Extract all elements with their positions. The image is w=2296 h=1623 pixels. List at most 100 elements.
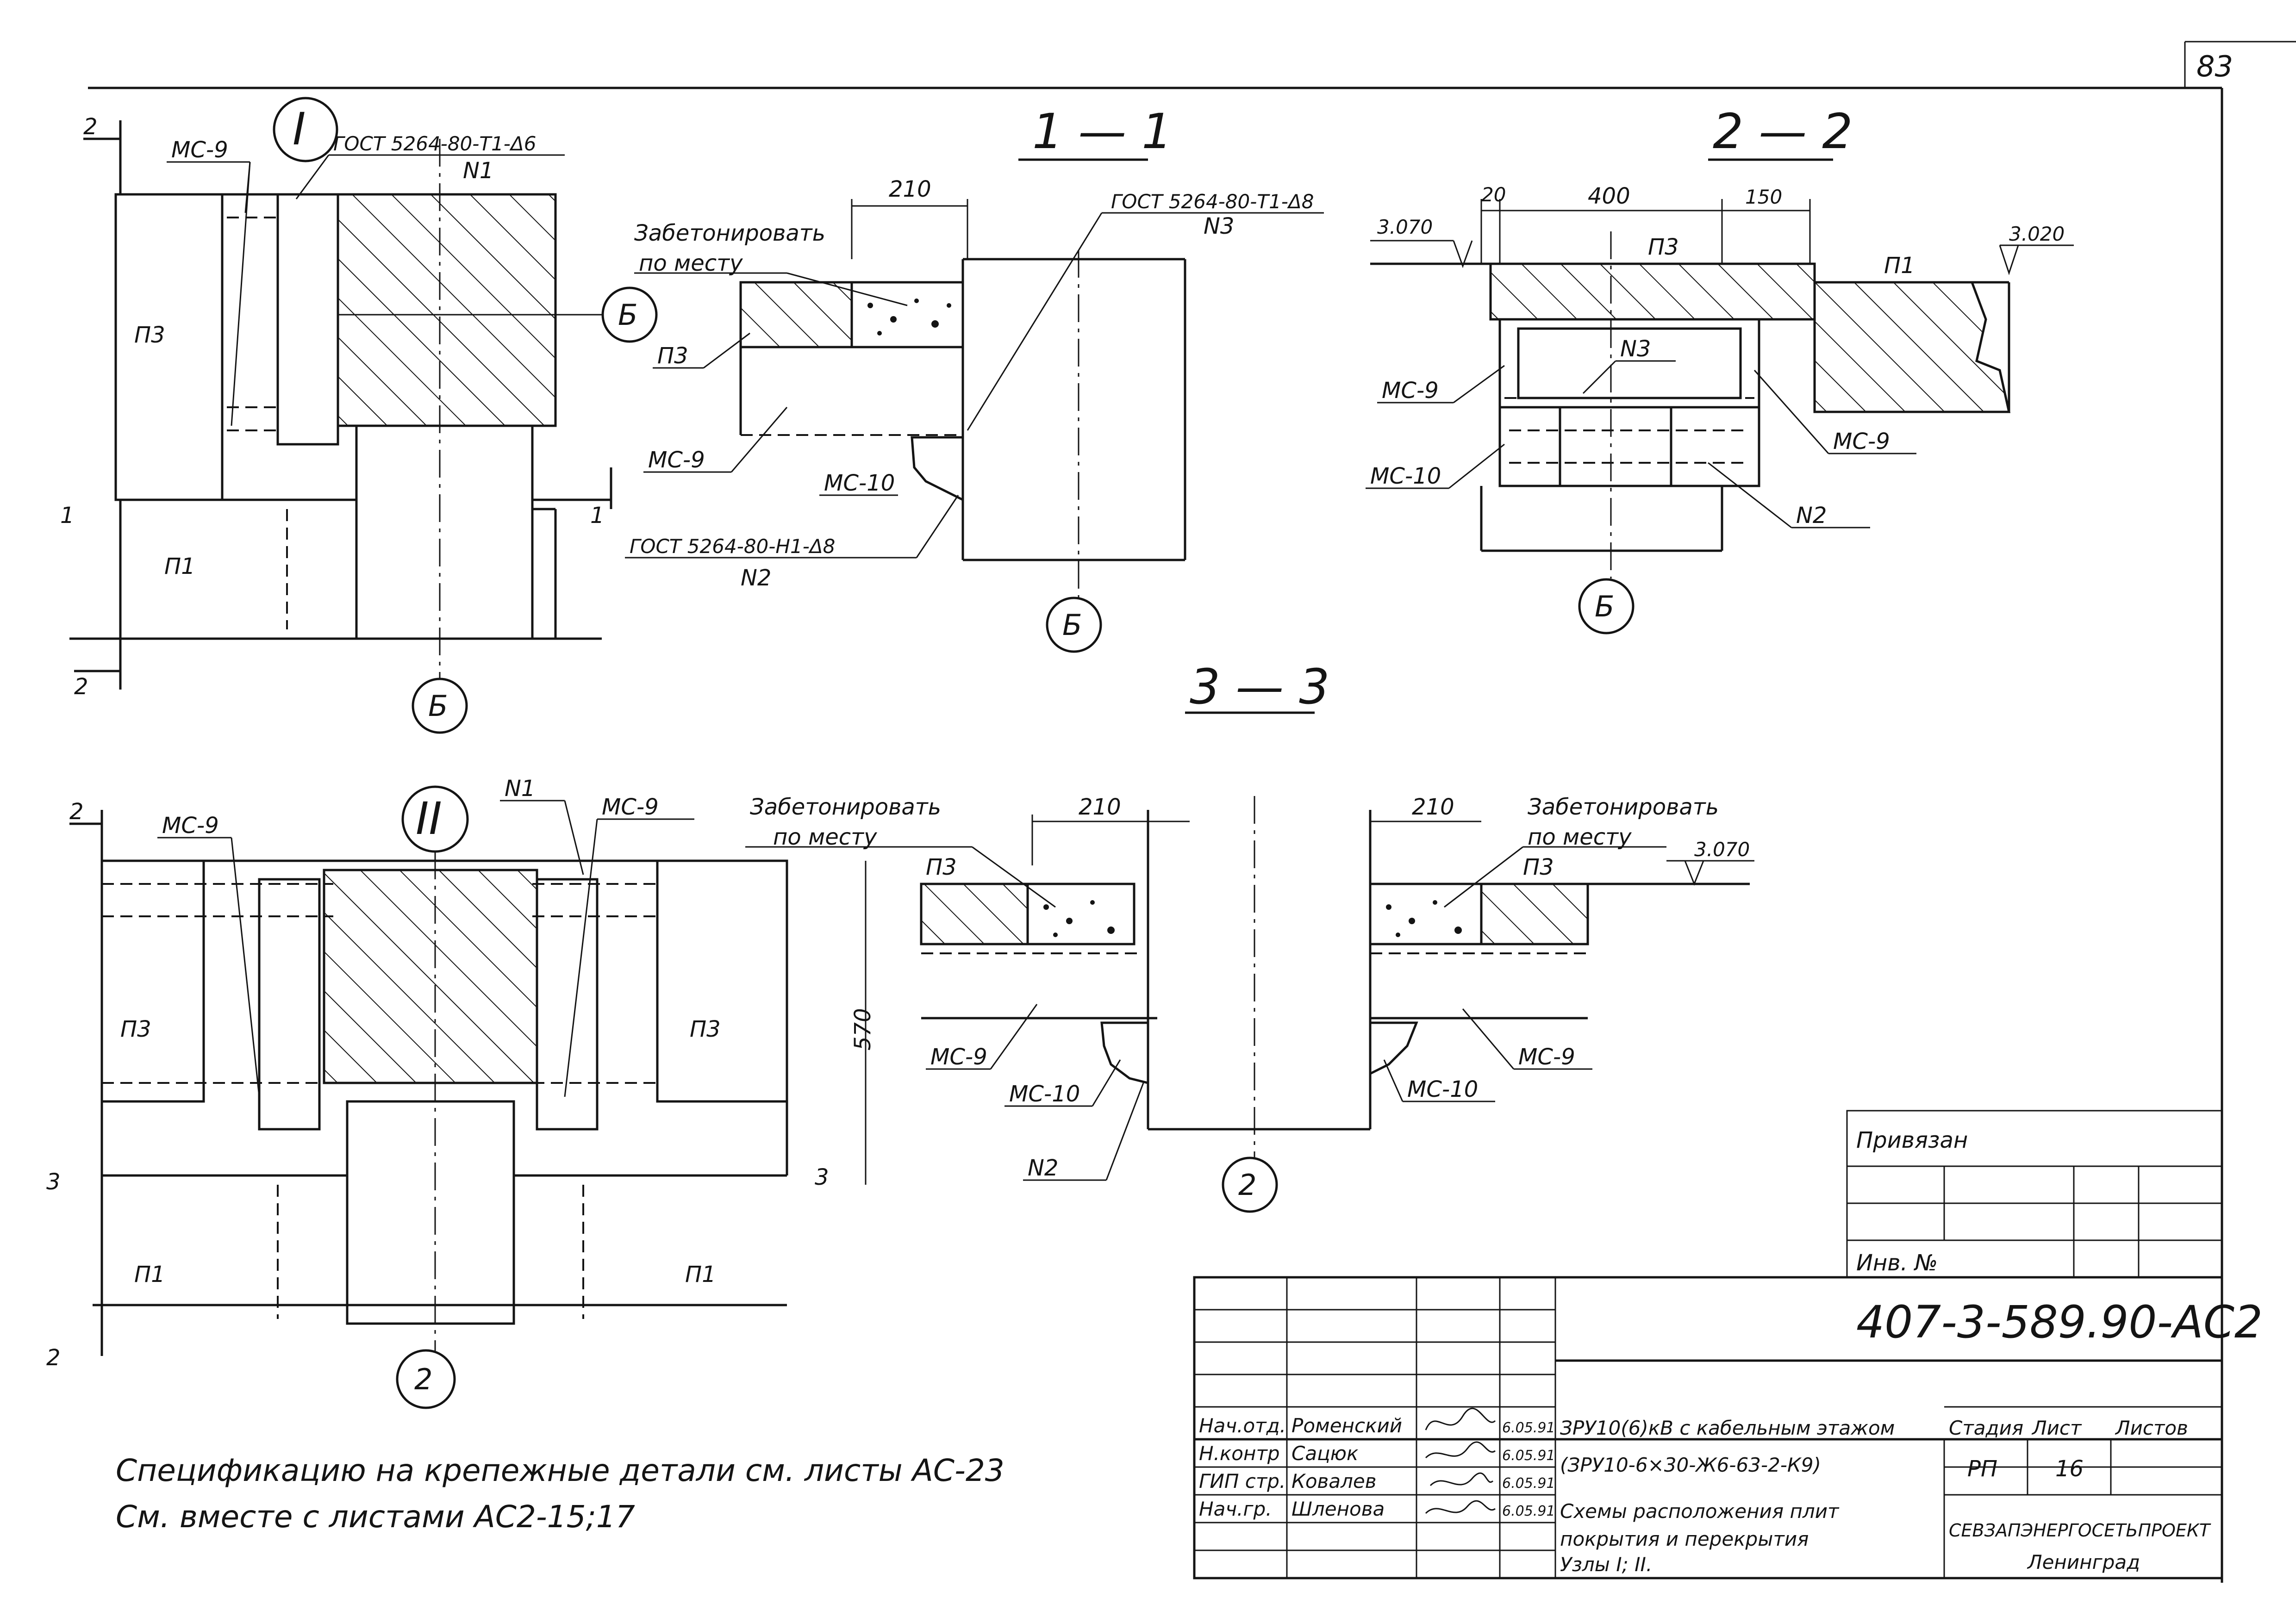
label-p3-b: П3	[657, 343, 688, 369]
svg-text:II: II	[416, 793, 442, 845]
elev-3020: 3.020	[2009, 223, 2065, 245]
node-1-marker	[273, 97, 338, 162]
cut-mark-3-right: 3	[815, 1164, 829, 1190]
label-p1-a: П1	[164, 553, 195, 579]
name-1: Роменский	[1292, 1414, 1402, 1437]
label-p3-f: П3	[926, 854, 957, 880]
label-mc9-d: МС-9	[1833, 429, 1890, 454]
note-2: См. вместе с листами АС2-15;17	[116, 1499, 635, 1535]
axis-b-marker-1	[412, 678, 468, 734]
section-3-3-heading: 3 — 3	[1185, 659, 1329, 715]
cut-mark-2b-bottom: 2	[46, 1345, 61, 1371]
sheet-header: Лист	[2031, 1417, 2082, 1439]
dim-570: 570	[850, 1008, 876, 1051]
elev-3070-b: 3.070	[1694, 838, 1750, 861]
concrete-fill-1	[867, 298, 951, 336]
cut-mark-2b-top: 2	[69, 799, 84, 825]
label-mc10-b: МС-10	[1370, 463, 1441, 489]
label-p3-g: П3	[1523, 854, 1554, 880]
section-3-3-title: 3 — 3	[1190, 659, 1329, 715]
label-p3-c: П3	[1648, 234, 1679, 260]
label-gost-n1-8: ГОСТ 5264-80-Н1-Δ8	[630, 535, 835, 558]
label-p1-d: П1	[685, 1262, 716, 1287]
dim-150: 150	[1745, 186, 1782, 208]
label-n1: N1	[463, 158, 493, 184]
label-p3-e: П3	[690, 1016, 721, 1042]
label-mc10-a: МС-10	[824, 470, 895, 496]
node-2-plan: 2 2 II 3 3 570 МС-9 N1 МС-9	[46, 776, 876, 1409]
label-n1-b: N1	[505, 776, 535, 802]
page-number: 83	[2196, 50, 2233, 83]
label-mc9-e: МС-9	[162, 813, 219, 839]
note-1: Спецификацию на крепежные детали см. лис…	[116, 1453, 1004, 1488]
label-mc10-c: МС-10	[1009, 1081, 1080, 1107]
date-3: 6.05.91	[1502, 1475, 1555, 1492]
label-mc9-b: МС-9	[648, 447, 705, 473]
label-p1-c: П1	[134, 1262, 165, 1287]
label-concrete-1a: Забетонировать	[634, 220, 825, 246]
name-3: Ковалев	[1292, 1470, 1376, 1492]
cut-mark-1-right: 1	[590, 503, 605, 529]
axis-2-marker-2	[1222, 1157, 1278, 1213]
section-1-1-title: 1 — 1	[1032, 103, 1172, 160]
section-2-2: 2 — 2 20 400 150 3.070 3.020 П3 П1	[1366, 103, 2074, 634]
stamp-privyazan: Привязан	[1856, 1127, 1968, 1153]
label-concrete-3b: по месту	[1528, 824, 1632, 850]
cut-mark-3-left: 3	[46, 1169, 61, 1195]
sheet-title-3: Узлы I; II.	[1560, 1553, 1652, 1576]
mc10-profile-1	[911, 436, 964, 502]
cut-mark-2-top: 2	[83, 114, 98, 140]
label-concrete-2a: Забетонировать	[750, 794, 941, 820]
label-p3-d: П3	[120, 1016, 151, 1042]
axis-b-marker-3	[1578, 578, 1635, 634]
dim-210-a: 210	[889, 176, 931, 202]
section-2-2-title: 2 — 2	[1713, 103, 1853, 160]
sheet-no-value: 16	[2055, 1456, 2084, 1482]
stamp-inv-no: Инв. №	[1856, 1250, 1938, 1276]
svg-text:Б: Б	[1062, 608, 1082, 642]
label-n2-c: N2	[1028, 1155, 1058, 1181]
role-1: Нач.отд.	[1199, 1414, 1286, 1437]
concrete-fill-2	[1043, 900, 1115, 937]
doc-code: 407-3-589.90-АС2	[1856, 1296, 2263, 1348]
svg-text:2: 2	[414, 1362, 432, 1396]
mc10-profile-2	[1100, 1021, 1149, 1085]
label-mc9-a: МС-9	[171, 137, 228, 163]
label-p1-b: П1	[1884, 253, 1915, 279]
stamp-block: Привязан Инв. №	[1846, 1110, 2223, 1278]
axis-2-marker-1	[396, 1349, 456, 1409]
sheets-header: Листов	[2115, 1417, 2188, 1439]
label-concrete-1b: по месту	[639, 250, 743, 276]
label-mc9-h: МС-9	[1518, 1044, 1575, 1070]
date-4: 6.05.91	[1502, 1503, 1555, 1519]
label-mc9-g: МС-9	[930, 1044, 987, 1070]
label-n3-a: N3	[1204, 213, 1234, 239]
axis-b-marker-2	[1046, 597, 1102, 653]
date-1: 6.05.91	[1502, 1420, 1555, 1436]
city: Ленинград	[2027, 1551, 2140, 1573]
name-2: Сацюк	[1292, 1442, 1359, 1465]
organization: СЕВЗАПЭНЕРГОСЕТЬПРОЕКТ	[1949, 1520, 2211, 1541]
dim-400: 400	[1588, 183, 1630, 209]
label-concrete-3a: Забетонировать	[1528, 794, 1719, 820]
dim-20: 20	[1481, 183, 1506, 206]
slab-p1-hatch	[1813, 281, 2011, 413]
dim-210-b: 210	[1079, 794, 1121, 820]
section-3-3: 210 210 2 3.070 Забетон	[745, 794, 1754, 1213]
sheet-title-1: Схемы расположения плит	[1560, 1500, 1840, 1523]
signatures	[1425, 1408, 1496, 1514]
label-mc9-c: МС-9	[1382, 378, 1439, 404]
date-2: 6.05.91	[1502, 1448, 1555, 1464]
label-n3-b: N3	[1620, 336, 1651, 362]
label-mc9-f: МС-9	[602, 794, 659, 820]
node-1-plan: 2 2 I 1 1 Б Б МС-9 ГОСТ 5264-80-Т1-Δ6	[60, 97, 658, 734]
stage-header: Стадия	[1949, 1417, 2023, 1439]
label-p3-a: П3	[134, 322, 165, 348]
section-1-1: 1 — 1 210 Б ГОСТ 5264-80-Т1-Δ8 N3 Забето…	[625, 103, 1324, 653]
axis-b-marker-plan	[601, 286, 658, 343]
svg-text:Б: Б	[1595, 590, 1615, 623]
role-2: Н.контр	[1199, 1442, 1280, 1465]
label-mc10-d: МС-10	[1407, 1076, 1478, 1102]
label-gost-t1-6: ГОСТ 5264-80-Т1-Δ6	[333, 132, 536, 155]
